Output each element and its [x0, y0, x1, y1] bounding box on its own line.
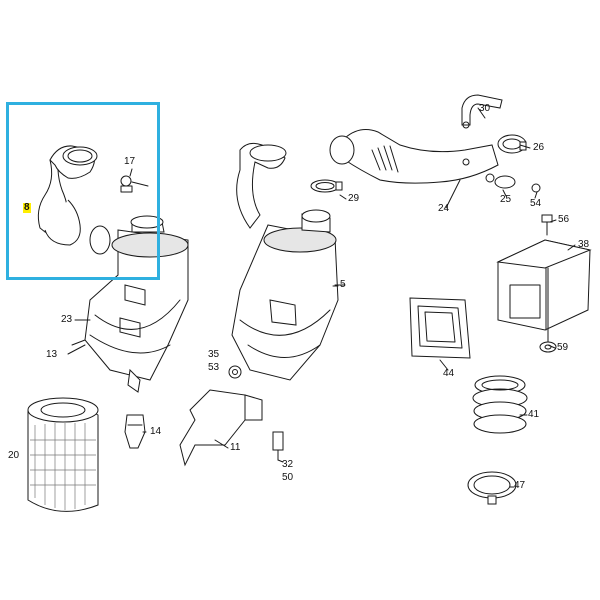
- part-56-bolt[interactable]: [541, 214, 553, 236]
- part-label-25[interactable]: 25: [500, 194, 512, 205]
- leader-lines: [67, 107, 576, 488]
- part-label-47[interactable]: 47: [514, 480, 526, 491]
- part-label-56[interactable]: 56: [558, 214, 570, 225]
- part-label-38[interactable]: 38: [578, 239, 590, 250]
- part-23-air-filter-housing[interactable]: [71, 215, 189, 393]
- part-label-53[interactable]: 53: [208, 362, 220, 373]
- part-label-54[interactable]: 54: [530, 198, 542, 209]
- part-20-filter-element[interactable]: [27, 397, 99, 512]
- part-8-intake-hose[interactable]: [37, 145, 111, 255]
- part-24-intake-pipe[interactable]: [329, 129, 499, 184]
- part-label-13[interactable]: 13: [46, 349, 58, 360]
- part-label-14[interactable]: 14: [150, 426, 162, 437]
- part-label-11[interactable]: 11: [230, 442, 241, 453]
- part-label-50[interactable]: 50: [282, 472, 294, 483]
- part-25-fitting[interactable]: [485, 173, 516, 189]
- part-30-breather-hose[interactable]: [461, 94, 503, 129]
- part-29-clamp[interactable]: [310, 179, 343, 193]
- part-label-35[interactable]: 35: [208, 349, 220, 360]
- part-label-30[interactable]: 30: [479, 103, 491, 114]
- part-label-5[interactable]: 5: [340, 279, 346, 290]
- part-label-32[interactable]: 32: [282, 459, 294, 470]
- part-label-24[interactable]: 24: [438, 203, 450, 214]
- part-label-23[interactable]: 23: [61, 314, 73, 325]
- part-54-nut[interactable]: [531, 183, 541, 193]
- part-17-clamp[interactable]: [120, 175, 149, 193]
- part-label-44[interactable]: 44: [443, 368, 455, 379]
- part-label-17[interactable]: 17: [124, 156, 136, 167]
- part-44-seal[interactable]: [409, 297, 471, 359]
- part-label-29[interactable]: 29: [348, 193, 360, 204]
- part-11-bracket[interactable]: [179, 365, 284, 467]
- part-26-clamp[interactable]: [497, 134, 527, 154]
- part-label-20[interactable]: 20: [8, 450, 20, 461]
- part-47-hose-clamp[interactable]: [467, 471, 517, 505]
- part-label-41[interactable]: 41: [528, 409, 540, 420]
- part-38-intake-box[interactable]: [496, 239, 592, 346]
- part-5-air-filter-housing[interactable]: [231, 142, 346, 381]
- part-14-drain-valve[interactable]: [124, 414, 146, 449]
- part-label-26[interactable]: 26: [533, 142, 545, 153]
- part-41-bellows[interactable]: [472, 375, 528, 434]
- part-label-8[interactable]: 8: [23, 202, 31, 213]
- part-label-59[interactable]: 59: [557, 342, 569, 353]
